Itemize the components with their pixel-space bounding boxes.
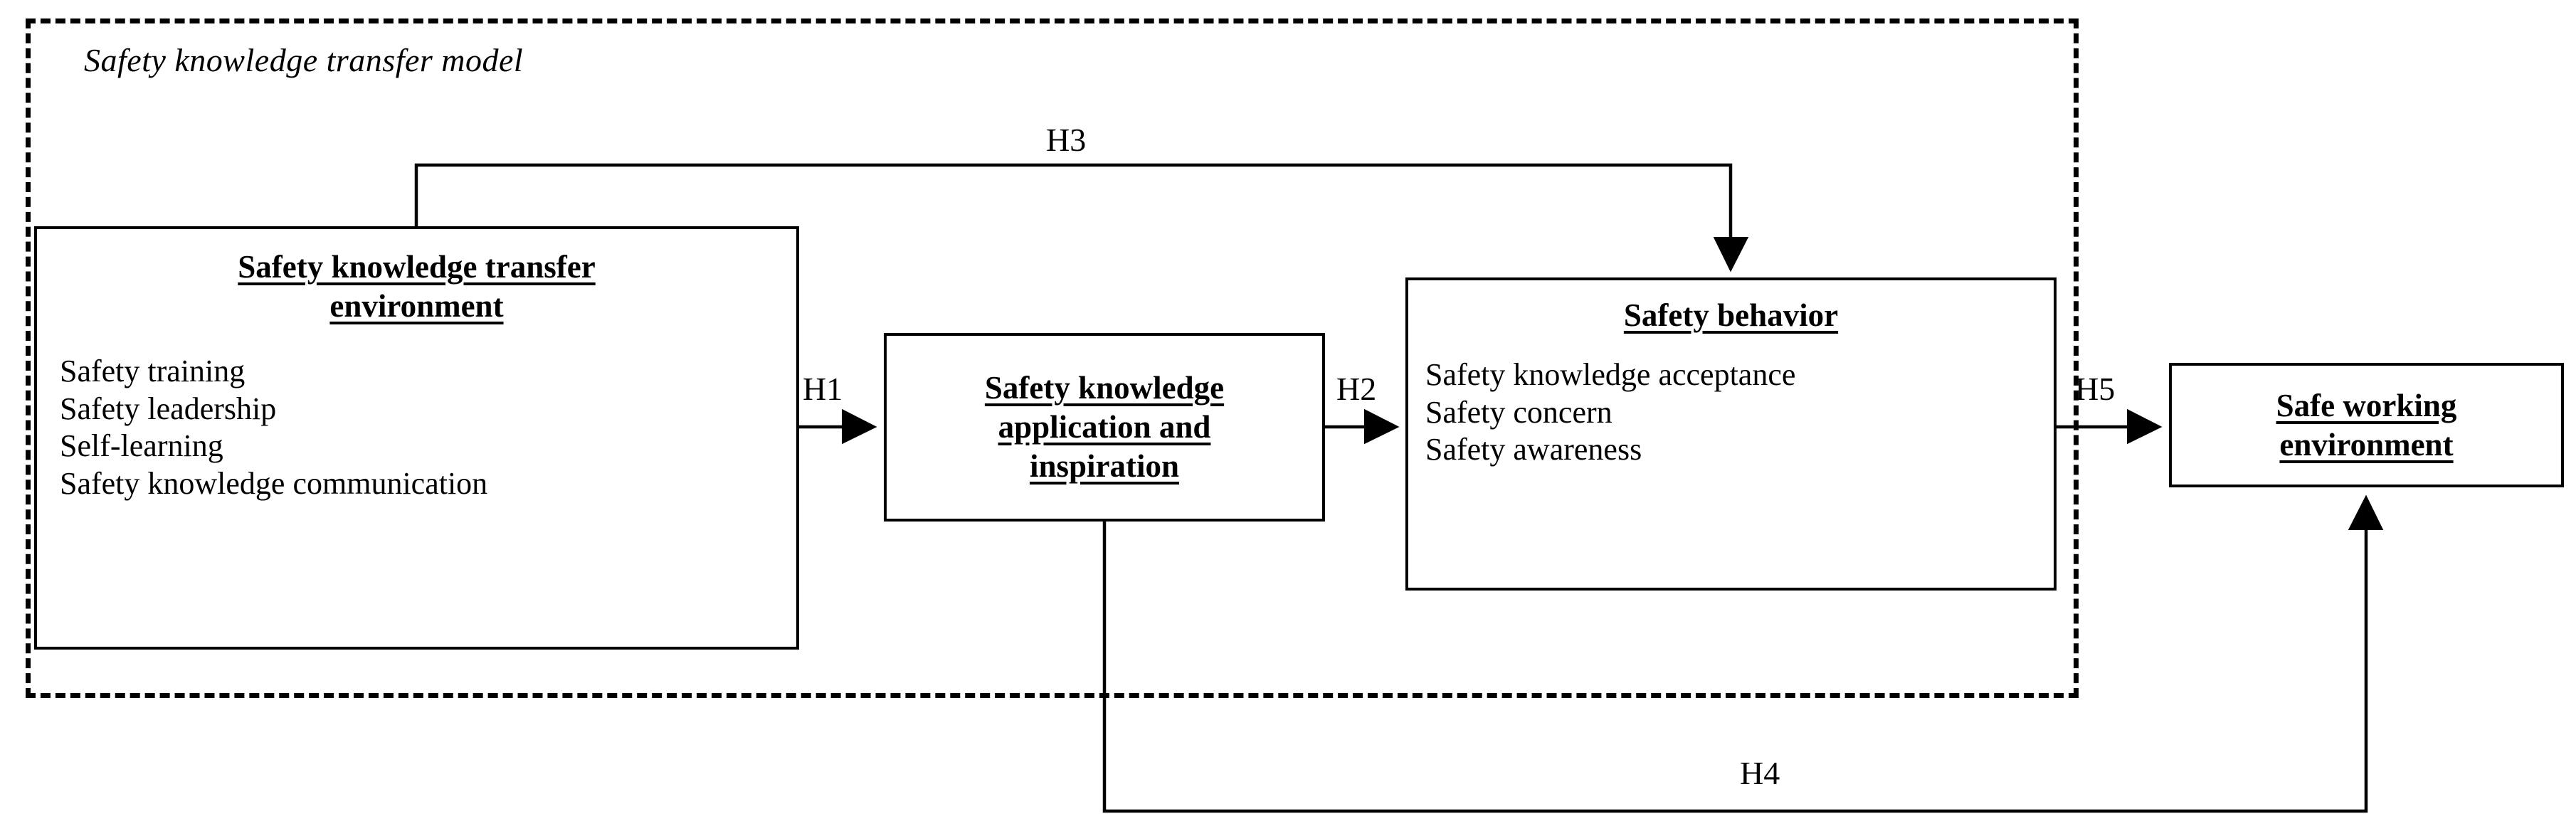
edge-label-h4: H4	[1740, 755, 1780, 791]
edge-label-h3: H3	[1046, 122, 1087, 158]
edge-label-h5: H5	[2075, 371, 2116, 407]
list-item: Safety training	[60, 353, 246, 388]
edge-h3	[414, 163, 1749, 272]
node-item-list: Safety training Safety leadership Self-l…	[37, 353, 796, 503]
list-item: Safety knowledge communication	[60, 466, 488, 502]
node-title: Safety behavior	[1623, 297, 1839, 333]
node-safety-knowledge-transfer-environment: Safety knowledge transfer environment Sa…	[34, 226, 799, 650]
node-title: Safety knowledge transfer environment	[238, 249, 596, 324]
node-safety-behavior: Safety behavior Safety knowledge accepta…	[1405, 277, 2057, 591]
list-item: Safety leadership	[60, 391, 277, 426]
list-item: Safety concern	[1425, 394, 1612, 430]
node-safety-knowledge-application-and-inspiration: Safety knowledge application and inspira…	[884, 333, 1325, 522]
edge-label-h1: H1	[803, 371, 843, 407]
edge-h4	[1102, 494, 2384, 813]
model-boundary-label: Safety knowledge transfer model	[84, 42, 524, 78]
list-item: Self-learning	[60, 428, 223, 464]
node-title: Safe working environment	[2276, 387, 2457, 462]
node-safe-working-environment: Safe working environment	[2169, 363, 2564, 487]
model-boundary-dashed	[26, 18, 2079, 698]
node-title: Safety knowledge application and inspira…	[984, 370, 1225, 484]
node-item-list: Safety knowledge acceptance Safety conce…	[1408, 356, 2054, 469]
list-item: Safety knowledge acceptance	[1425, 356, 1796, 392]
edge-label-h2: H2	[1336, 371, 1377, 407]
list-item: Safety awareness	[1425, 432, 1642, 467]
